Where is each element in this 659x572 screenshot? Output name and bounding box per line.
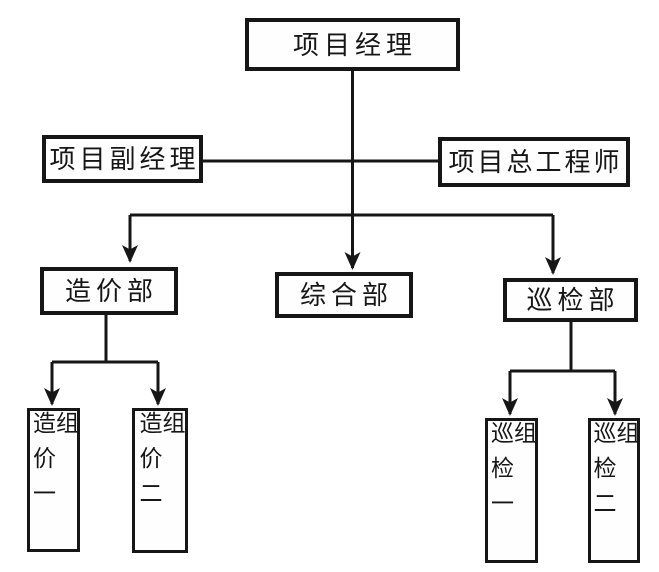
node-cost-dept: 造价部 xyxy=(40,267,178,315)
node-general-dept: 综合部 xyxy=(275,272,413,318)
node-cost-group-2: 造价二组 xyxy=(132,408,188,553)
node-project-manager-label: 项目经理 xyxy=(292,29,417,60)
node-project-manager: 项目经理 xyxy=(245,18,460,71)
node-inspection-dept-label: 巡检部 xyxy=(526,285,620,315)
node-cost-group-1-label: 造价一组 xyxy=(29,411,79,516)
node-inspection-group-2: 巡检二组 xyxy=(588,418,640,563)
node-cost-dept-label: 造价部 xyxy=(64,276,158,306)
node-deputy-manager-label: 项目副经理 xyxy=(49,144,200,174)
node-inspection-group-1-label: 巡检一组 xyxy=(487,421,537,526)
node-cost-group-1: 造价一组 xyxy=(27,408,80,552)
node-inspection-group-1: 巡检一组 xyxy=(485,418,538,563)
node-chief-engineer: 项目总工程师 xyxy=(438,137,630,187)
node-inspection-group-2-label: 巡检二组 xyxy=(590,421,639,526)
node-chief-engineer-label: 项目总工程师 xyxy=(448,147,623,177)
node-cost-group-2-label: 造价二组 xyxy=(136,411,185,516)
node-general-dept-label: 综合部 xyxy=(299,280,393,310)
node-inspection-dept: 巡检部 xyxy=(503,278,638,322)
node-deputy-manager: 项目副经理 xyxy=(42,135,203,183)
